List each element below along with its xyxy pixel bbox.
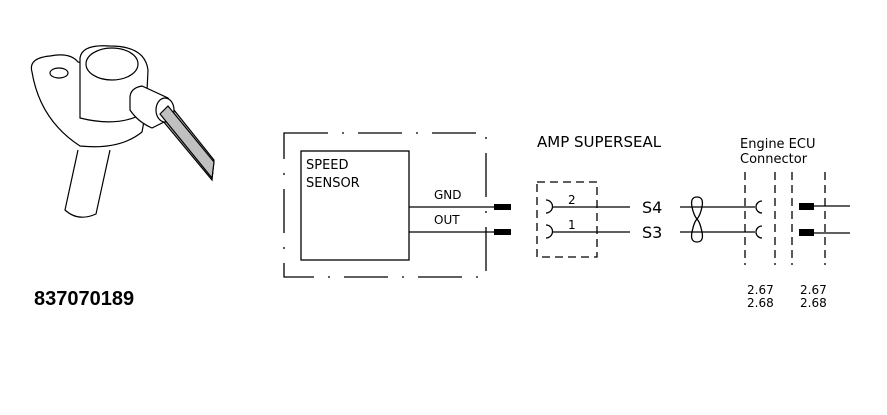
cable-extension (159, 105, 215, 180)
amp-pin-number-2: 2 (568, 193, 576, 207)
twisted-pair-icon-lower (690, 218, 704, 243)
circuit-label-s4: S4 (642, 198, 662, 217)
part-number: 837070189 (34, 288, 134, 310)
sensor-housing-outline (283, 132, 487, 278)
shield-terminal-out (494, 229, 511, 235)
sensor-shaft (64, 149, 111, 218)
circuit-label-s3: S3 (642, 223, 662, 242)
ecu-title-line2: Connector (740, 152, 808, 167)
ecu-ref-right-1: 2.67 (800, 283, 827, 297)
pin-label-gnd: GND (434, 188, 462, 202)
amp-connector-outline (536, 181, 598, 258)
ecu-connector: Engine ECU Connector 2.67 2.68 2.67 2.68 (680, 137, 850, 310)
ecu-socket-s3-icon (755, 225, 763, 239)
amp-connector-title: AMP SUPERSEAL (537, 133, 662, 151)
ecu-ref-left-2: 2.68 (747, 296, 774, 310)
sensor-title-line1: SPEED (306, 158, 349, 173)
ecu-pin-s3 (799, 229, 814, 236)
twisted-pair-icon-upper (690, 196, 704, 220)
sensor-title-line2: SENSOR (306, 176, 360, 191)
ecu-ref-left-1: 2.67 (747, 283, 774, 297)
amp-superseal-connector: AMP SUPERSEAL 2 1 S4 S3 (536, 133, 662, 258)
sensor-box (300, 150, 410, 261)
amp-pin-number-1: 1 (568, 218, 576, 232)
sensor-illustration (30, 45, 215, 218)
pin-label-out: OUT (434, 213, 460, 227)
ecu-socket-s4-icon (755, 200, 763, 214)
socket-pin-1-icon (545, 224, 554, 239)
ecu-title-line1: Engine ECU (740, 137, 816, 152)
shield-terminal-gnd (494, 204, 511, 210)
mounting-hole (49, 67, 69, 79)
ecu-ref-right-2: 2.68 (800, 296, 827, 310)
socket-pin-2-icon (545, 199, 554, 214)
sensor-schematic: SPEED SENSOR GND OUT (283, 132, 511, 278)
sensor-top (85, 47, 139, 81)
ecu-pin-s4 (799, 203, 814, 210)
